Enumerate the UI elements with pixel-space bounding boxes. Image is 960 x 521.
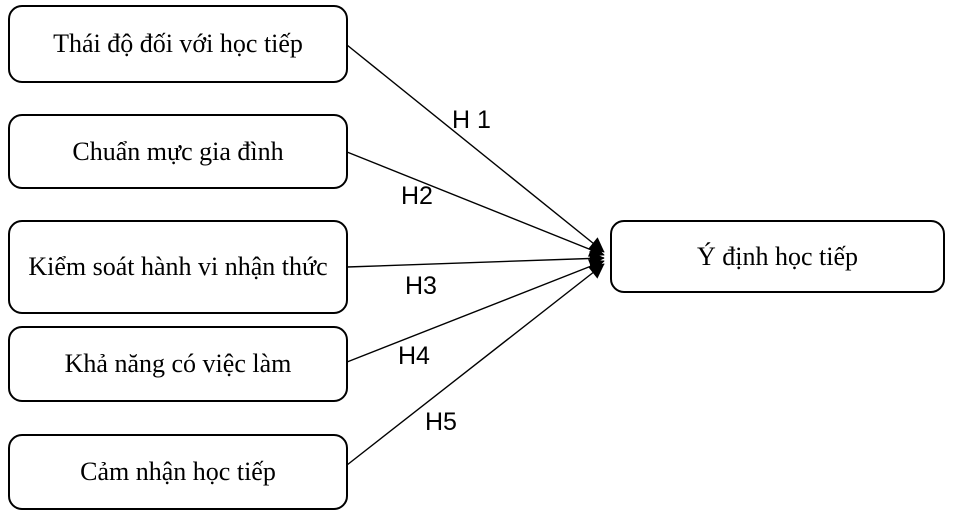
factor-box-attitude: Thái độ đối với học tiếp xyxy=(8,5,348,83)
factor-label: Kiểm soát hành vi nhận thức xyxy=(28,252,328,282)
arrow-h4 xyxy=(346,259,605,363)
factor-box-employment-possibility: Khả năng có việc làm xyxy=(8,326,348,402)
hypothesis-label-h2: H2 xyxy=(401,182,433,210)
outcome-label: Ý định học tiếp xyxy=(696,241,859,271)
factor-label: Khả năng có việc làm xyxy=(64,349,292,379)
arrow-h1 xyxy=(346,44,605,253)
factor-box-perception-of-further-study: Cảm nhận học tiếp xyxy=(8,434,348,510)
factor-label: Thái độ đối với học tiếp xyxy=(53,29,303,59)
factor-label: Chuẩn mực gia đình xyxy=(72,136,284,166)
hypothesis-label-h1: H 1 xyxy=(452,106,491,134)
arrow-h2 xyxy=(346,151,605,257)
hypothesis-label-h4: H4 xyxy=(398,342,430,370)
outcome-box-intention: Ý định học tiếp xyxy=(610,220,945,293)
hypothesis-label-h3: H3 xyxy=(405,272,437,300)
factor-box-perceived-behavioral-control: Kiểm soát hành vi nhận thức xyxy=(8,220,348,314)
arrow-h5 xyxy=(346,263,605,466)
factor-box-family-norms: Chuẩn mực gia đình xyxy=(8,114,348,189)
factor-label: Cảm nhận học tiếp xyxy=(80,457,276,487)
hypothesis-label-h5: H5 xyxy=(425,408,457,436)
arrow-h3 xyxy=(346,251,605,268)
